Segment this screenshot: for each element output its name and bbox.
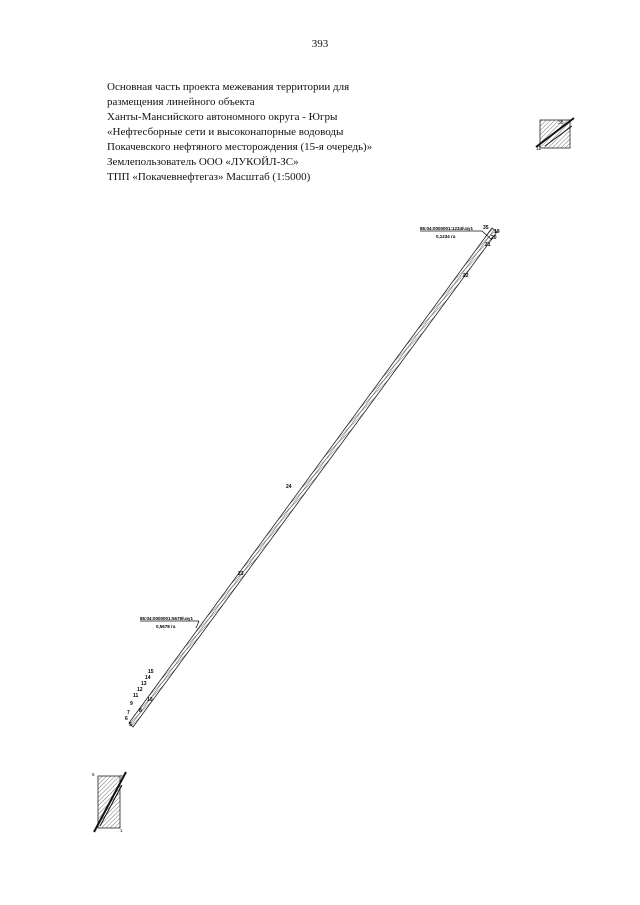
- point-label: 11: [133, 693, 139, 699]
- point-label: 15: [148, 669, 154, 675]
- lower-parcel-area: 0,5678 га: [156, 624, 176, 629]
- point-label: 24: [286, 484, 292, 490]
- point-label: 5: [129, 722, 132, 728]
- point-label: 19: [494, 229, 500, 235]
- point-label: 6: [125, 716, 128, 722]
- header-line: Ханты-Мансийского автономного округа - Ю…: [107, 111, 338, 123]
- point-label: 20: [491, 235, 497, 241]
- header-line: размещения линейного объекта: [107, 96, 255, 108]
- upper-parcel-annotation: 86:04:0000001:1234/чзу1 0,1234 га: [420, 226, 493, 241]
- upper-parcel-caption: 86:04:0000001:1234/чзу1: [420, 226, 474, 231]
- lower-parcel-caption: 86:04:0000001:5678/чзу1: [140, 616, 194, 621]
- point-label: 8: [139, 708, 142, 714]
- document-header: Основная часть проекта межевания террито…: [107, 80, 417, 185]
- point-label: 23: [238, 571, 244, 577]
- pipeline-strip: [128, 227, 498, 728]
- upper-parcel-area: 0,1234 га: [436, 234, 456, 239]
- page-number: 393: [311, 38, 329, 50]
- svg-text:35: 35: [558, 120, 564, 126]
- point-label: 9: [130, 701, 133, 707]
- point-labels: 35 19 20 21 22 24 23 15 14 13 12 11 10 9…: [125, 225, 500, 728]
- point-label: 13: [141, 681, 147, 687]
- point-label: 14: [145, 675, 151, 681]
- detail-inset-lower: 5 7 1: [92, 771, 127, 833]
- svg-text:1: 1: [120, 828, 123, 833]
- point-label: 22: [463, 273, 469, 279]
- header-line: ТПП «Покачевнефтегаз» Масштаб (1:5000): [107, 171, 311, 183]
- svg-text:7: 7: [120, 774, 123, 779]
- detail-inset-upper: 35 11: [535, 117, 575, 152]
- point-label: 21: [485, 242, 491, 248]
- header-line: Землепользователь ООО «ЛУКОЙЛ-ЗС»: [107, 156, 299, 168]
- header-line: Покачевского нефтяного месторождения (15…: [107, 141, 373, 153]
- point-label: 7: [127, 710, 130, 716]
- svg-text:5: 5: [92, 772, 95, 777]
- svg-text:11: 11: [536, 146, 541, 152]
- header-line: Основная часть проекта межевания террито…: [107, 81, 350, 93]
- header-line: «Нефтесборные сети и высоконапорные водо…: [107, 126, 344, 138]
- lower-parcel-annotation: 86:04:0000001:5678/чзу1 0,5678 га: [140, 616, 200, 629]
- point-label: 10: [147, 697, 153, 703]
- point-label: 35: [483, 225, 489, 231]
- point-label: 12: [137, 687, 143, 693]
